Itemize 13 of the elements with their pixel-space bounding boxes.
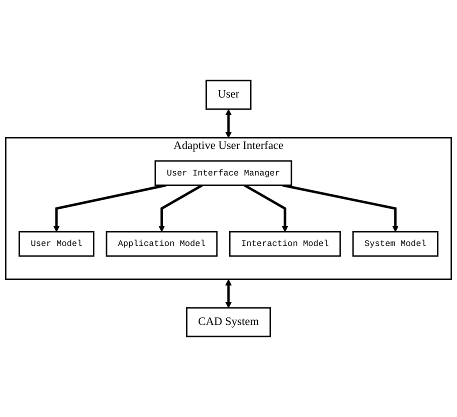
node-box: User Model [18,231,94,257]
node-box: System Model [352,231,438,257]
node-box: Application Model [106,231,218,257]
arrow [225,279,232,308]
node-box: Interaction Model [229,231,341,257]
node-box: User [206,80,252,110]
node-box: CAD System [186,307,271,338]
arrow [244,184,288,232]
arrow [158,184,203,232]
node-box: User Interface Manager [154,160,292,186]
arrow [53,184,166,232]
arrow [282,184,399,232]
arrow [225,109,232,138]
